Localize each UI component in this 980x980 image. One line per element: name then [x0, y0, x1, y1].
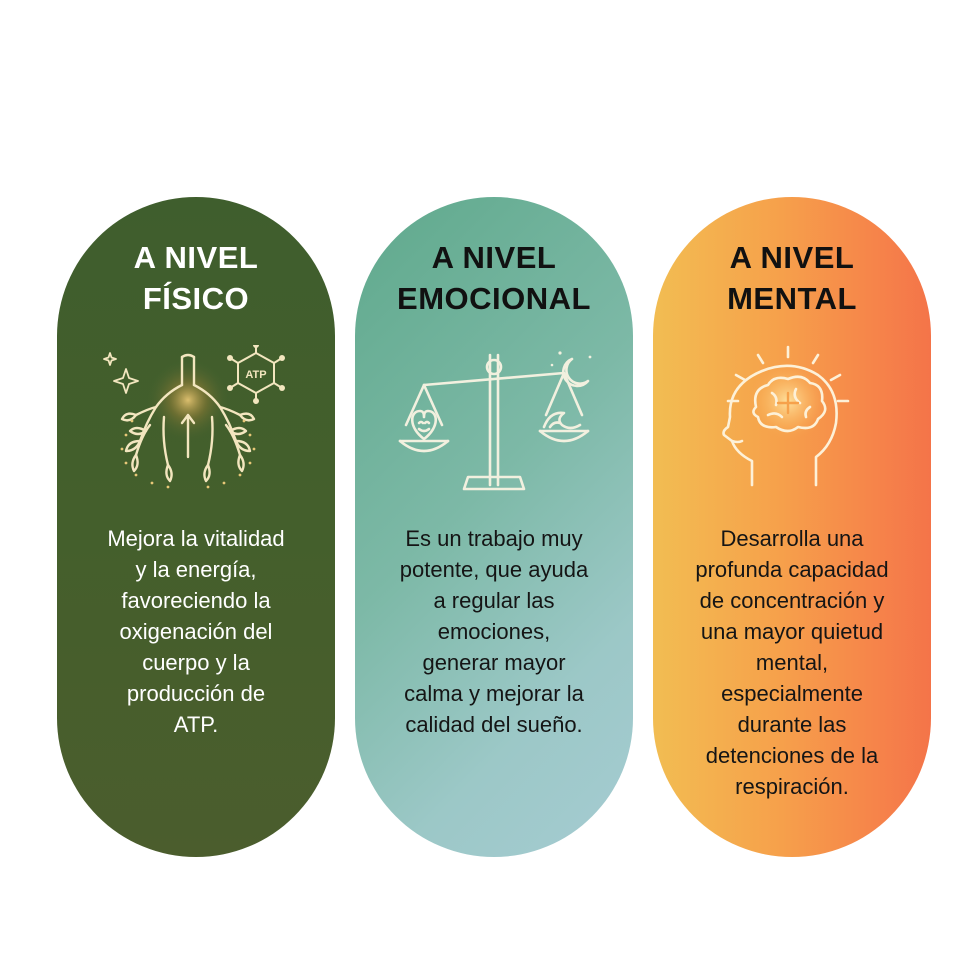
description-line: generar mayor — [422, 650, 566, 675]
atp-label: ATP — [245, 369, 266, 381]
description-line: mental, — [755, 650, 829, 675]
description-line: especialmente — [721, 681, 863, 706]
description-line: calidad del sueño. — [405, 712, 583, 737]
lungs-icon: ATP — [103, 345, 285, 489]
card-title-line: EMOCIONAL — [397, 281, 591, 316]
card-title-line: A NIVEL — [133, 240, 259, 275]
card-description: Es un trabajo muy potente, que ayuda a r… — [369, 523, 619, 740]
description-line: cuerpo y la — [142, 650, 250, 675]
description-line: producción de — [126, 681, 266, 706]
card-fisico: A NIVEL FÍSICO — [57, 197, 335, 857]
card-title-line: MENTAL — [727, 281, 857, 316]
card-description: Desarrolla una profunda capacidad de con… — [667, 523, 917, 802]
description-line: emociones, — [437, 619, 551, 644]
card-title: A NIVEL MENTAL — [653, 237, 931, 319]
description-line: Es un trabajo muy — [405, 526, 583, 551]
card-emocional: A NIVEL EMOCIONAL — [355, 197, 633, 857]
description-line: detenciones de la — [705, 743, 879, 768]
card-title-line: A NIVEL — [729, 240, 855, 275]
description-line: de concentración y — [699, 588, 885, 613]
description-line: durante las — [737, 712, 847, 737]
card-title: A NIVEL EMOCIONAL — [355, 237, 633, 319]
card-description: Mejora la vitalidad y la energía, favore… — [71, 523, 321, 740]
description-line: calma y mejorar la — [404, 681, 584, 706]
card-title-line: A NIVEL — [431, 240, 557, 275]
description-line: favoreciendo la — [121, 588, 271, 613]
description-line: y la energía, — [135, 557, 257, 582]
description-line: oxigenación del — [119, 619, 273, 644]
description-line: ATP. — [173, 712, 219, 737]
balance-scale-icon — [398, 351, 592, 491]
description-line: profunda capacidad — [695, 557, 889, 582]
card-mental: A NIVEL MENTAL — [653, 197, 931, 857]
description-line: Mejora la vitalidad — [107, 526, 285, 551]
description-line: potente, que ayuda — [399, 557, 589, 582]
description-line: respiración. — [735, 774, 849, 799]
description-line: una mayor quietud — [700, 619, 884, 644]
description-line: Desarrolla una — [720, 526, 864, 551]
head-brain-icon — [722, 345, 850, 487]
description-line: a regular las — [433, 588, 555, 613]
card-title-line: FÍSICO — [142, 281, 250, 316]
card-title: A NIVEL FÍSICO — [57, 237, 335, 319]
